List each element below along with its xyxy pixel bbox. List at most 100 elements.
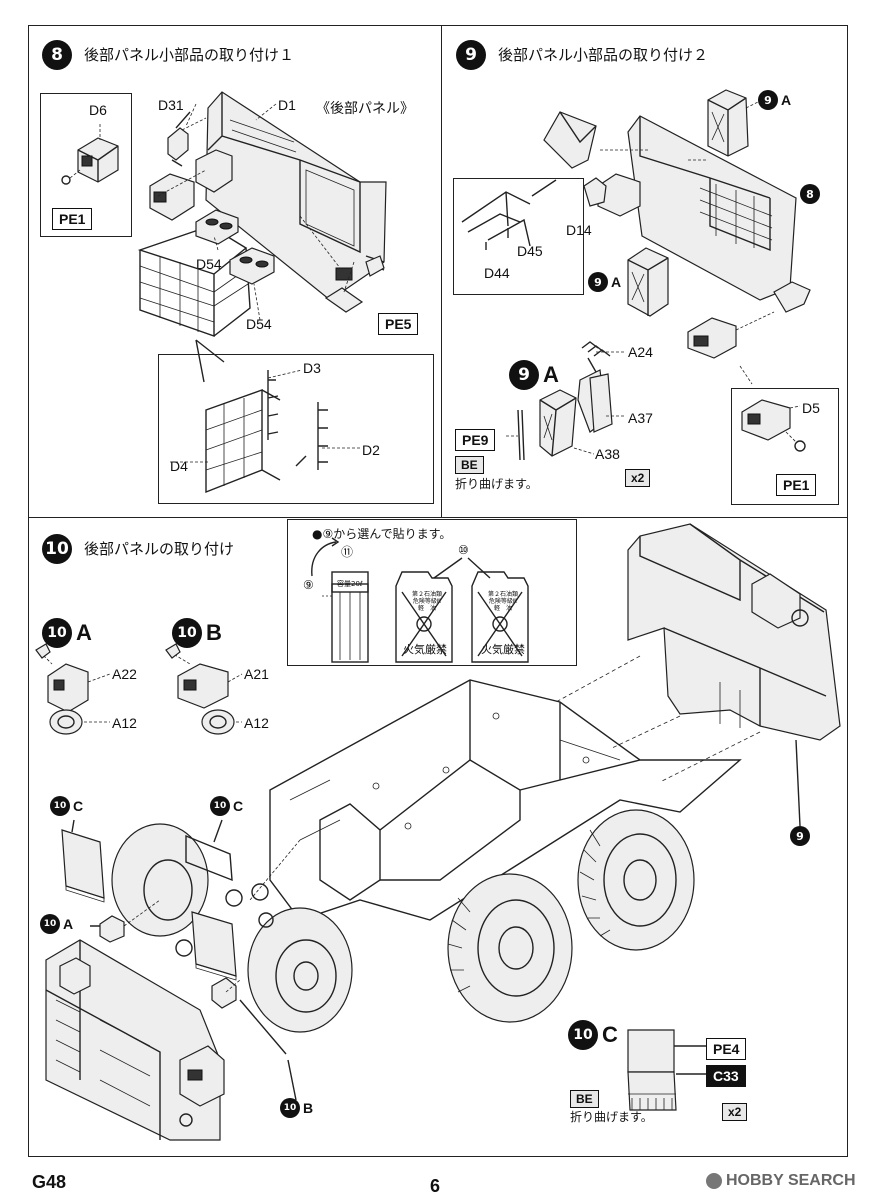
rear-left-structure: [45, 939, 225, 1141]
sub-step-10a-letter: A: [76, 620, 92, 645]
label-a12-b: A12: [244, 715, 269, 731]
ref-8-step9: 8: [800, 184, 820, 204]
label-pe9: PE9: [455, 429, 496, 451]
label-d54-b: D54: [246, 316, 272, 332]
ref-10b-vehicle: 10 B: [280, 1098, 313, 1118]
label-a12-a: A12: [112, 715, 137, 731]
rear-panel-body: [137, 91, 387, 337]
can2-line3: 軽 油: [417, 605, 436, 612]
ref-10a-vehicle: 10 A: [40, 914, 73, 934]
wheel-mid-right: [447, 873, 573, 1023]
fold-note-9: 折り曲げます。: [455, 477, 538, 491]
label-rear-panel: 《後部パネル》: [316, 100, 414, 116]
rear-panel-step9: [597, 115, 811, 313]
label-a37: A37: [628, 410, 653, 426]
decal-fire-1: 火気厳禁: [403, 643, 447, 656]
label-c33: C33: [706, 1065, 746, 1087]
can2-line2: 危険等級Ⅲ: [412, 598, 442, 605]
step9-number: 9: [456, 40, 486, 70]
part-d31: [167, 111, 191, 167]
can3-line2: 危険等級Ⅲ: [488, 598, 518, 605]
ref-9-vehicle: 9: [790, 826, 810, 846]
part-d6: [61, 137, 119, 185]
ref-9a-top-num: 9: [758, 90, 778, 110]
sub-step-10c-letter: C: [602, 1022, 618, 1047]
part-d54-boxes: [195, 209, 275, 285]
label-d14: D14: [566, 222, 592, 238]
decal-num-11: ⑪: [341, 545, 354, 559]
label-pe5: PE5: [378, 313, 419, 335]
part-d44-d45: [461, 179, 557, 250]
step10-panel: [28, 517, 848, 1157]
can3-line1: 第２石油類: [487, 591, 518, 598]
step10-number: 10: [42, 534, 72, 564]
step9-inset-d5: [731, 388, 839, 505]
ref-9a-top-letter: A: [781, 92, 792, 108]
can2-line1: 第２石油類: [411, 591, 442, 598]
sub-step-9a: 9 A: [509, 360, 559, 390]
ref-10b-vehicle-num: 10: [280, 1098, 300, 1118]
ref-10a-vehicle-num: 10: [40, 914, 60, 934]
decal-num-9: ⑨: [303, 578, 314, 592]
sub-step-10c-num: 10: [568, 1020, 598, 1050]
label-d6: D6: [89, 102, 107, 118]
label-a38: A38: [595, 446, 620, 462]
qty-x2-10: x2: [722, 1103, 748, 1121]
label-d54-a: D54: [196, 256, 222, 272]
ref-9a-mid-num: 9: [588, 272, 608, 292]
sub-step-10b: 10 B: [172, 618, 222, 648]
footer-page: 6: [430, 1176, 441, 1196]
footer-code: G48: [32, 1172, 67, 1192]
fold-note-10: 折り曲げます。: [570, 1110, 653, 1124]
label-d1: D1: [278, 97, 296, 113]
wheel-left-rear: [111, 823, 209, 937]
decal-box: [287, 519, 577, 666]
label-d2: D2: [362, 442, 380, 458]
decal-num-10: ⑩: [458, 543, 469, 557]
label-d45: D45: [517, 243, 543, 259]
sub-step-10a-num: 10: [42, 618, 72, 648]
part-a21: [165, 643, 243, 709]
label-d31: D31: [158, 97, 184, 113]
be-mark-9: BE: [455, 456, 484, 474]
decal-can2-text: 第２石油類 危険等級Ⅲ 軽 油: [409, 591, 445, 612]
wheel-left-front: [247, 907, 353, 1033]
part-a24-a37-a38: [506, 341, 626, 461]
label-d5: D5: [802, 400, 820, 416]
part-a12-a: [49, 709, 110, 735]
part-pe5: [299, 215, 364, 313]
ref-10a-vehicle-letter: A: [63, 916, 74, 932]
label-pe1-step8: PE1: [52, 208, 93, 230]
plate-10c-left: [61, 829, 105, 903]
step9-title: 後部パネル小部品の取り付け２: [498, 46, 709, 64]
label-a24: A24: [628, 344, 653, 360]
step8-inset-d6: [40, 93, 132, 237]
ref-10c-center-num: 10: [210, 796, 230, 816]
jerry-can-mid: [627, 247, 669, 317]
sub-step-9a-num: 9: [509, 360, 539, 390]
step8-title: 後部パネル小部品の取り付け１: [84, 46, 295, 64]
part-a22: [35, 643, 111, 713]
sub-step-10b-letter: B: [206, 620, 222, 645]
decal-can-2: [395, 571, 453, 663]
sub-step-10a: 10 A: [42, 618, 92, 648]
label-d4: D4: [170, 458, 188, 474]
label-a21: A21: [244, 666, 269, 682]
footer-watermark: HOBBY SEARCH: [706, 1172, 856, 1190]
watermark-logo-icon: [706, 1173, 722, 1189]
label-a22: A22: [112, 666, 137, 682]
part-a12-b: [201, 709, 242, 735]
wheel-rear-right: [577, 809, 695, 951]
sub-step-10c: 10 C: [568, 1020, 618, 1050]
part-d5: [741, 399, 806, 452]
ref-9a-mid: 9 A: [588, 272, 621, 292]
jerry-can-top: [707, 89, 759, 157]
ref-10c-center: 10 C: [210, 796, 243, 816]
ref-9a-mid-letter: A: [611, 274, 622, 290]
step8-number: 8: [42, 40, 72, 70]
watermark-text: HOBBY SEARCH: [726, 1172, 856, 1189]
